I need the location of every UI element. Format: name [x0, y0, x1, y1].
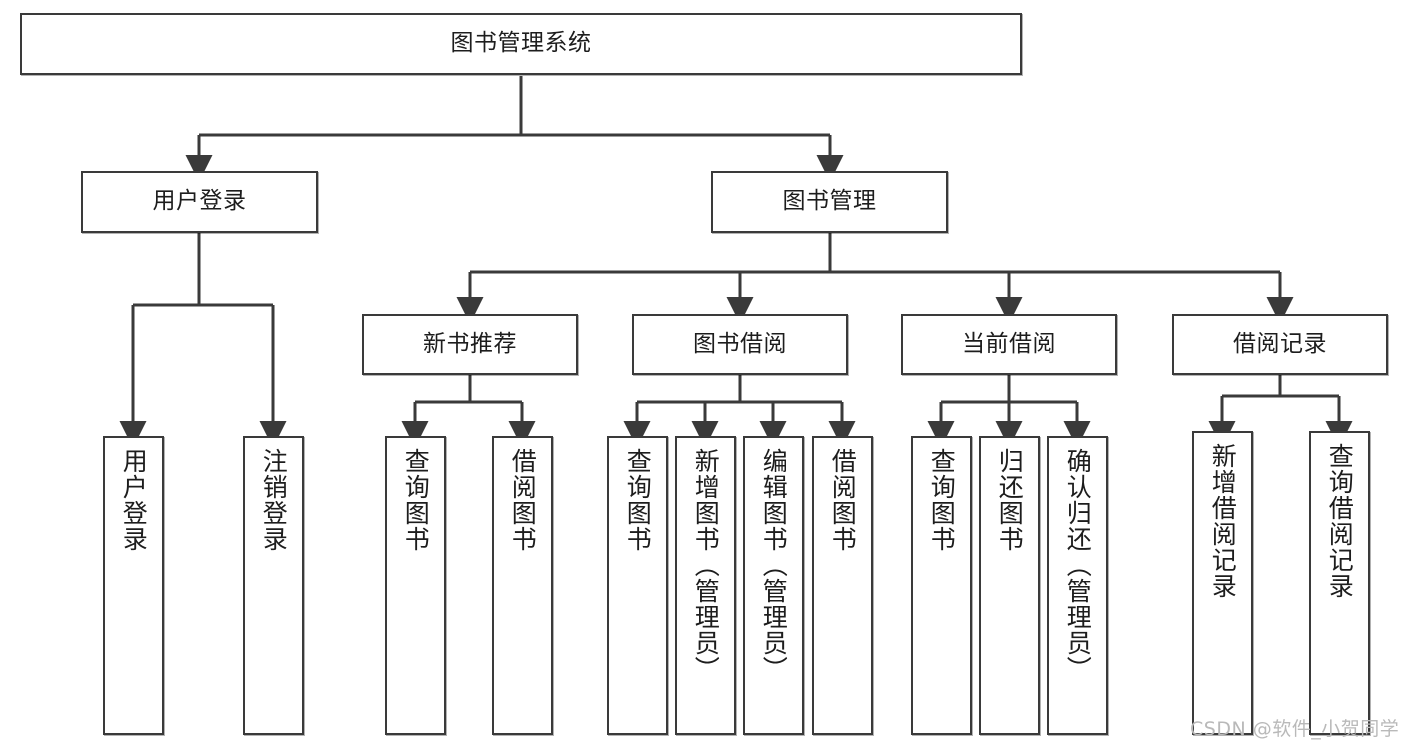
leaf-logout[interactable]: 注销登录: [243, 436, 304, 735]
node-book-borrow-label: 图书借阅: [693, 330, 787, 357]
node-current-borrow-label: 当前借阅: [962, 330, 1056, 357]
node-user-login[interactable]: 用户登录: [81, 171, 318, 233]
node-current-borrow[interactable]: 当前借阅: [901, 314, 1117, 375]
leaf-nb-query-book-label: 查询图书: [401, 448, 431, 552]
leaf-bb-query-book[interactable]: 查询图书: [607, 436, 668, 735]
leaf-logout-label: 注销登录: [259, 448, 289, 552]
leaf-bb-edit-book[interactable]: 编辑图书（管理员）: [743, 436, 804, 735]
leaf-bb-query-book-label: 查询图书: [623, 448, 653, 552]
node-book-borrow[interactable]: 图书借阅: [632, 314, 848, 375]
leaf-bb-edit-book-label: 编辑图书（管理员）: [759, 448, 789, 682]
node-borrow-record-label: 借阅记录: [1233, 330, 1327, 357]
leaf-nb-borrow-book[interactable]: 借阅图书: [492, 436, 553, 735]
leaf-nb-query-book[interactable]: 查询图书: [385, 436, 446, 735]
leaf-cb-return-book-label: 归还图书: [995, 448, 1025, 552]
leaf-bb-add-book-label: 新增图书（管理员）: [691, 448, 721, 682]
leaf-bb-borrow-book-label: 借阅图书: [828, 448, 858, 552]
node-root-label: 图书管理系统: [450, 30, 592, 57]
leaf-cb-query-book[interactable]: 查询图书: [911, 436, 972, 735]
leaf-bb-borrow-book[interactable]: 借阅图书: [812, 436, 873, 735]
leaf-cb-confirm-return-label: 确认归还（管理员）: [1063, 448, 1093, 682]
leaf-user-login-label: 用户登录: [119, 448, 149, 552]
leaf-nb-borrow-book-label: 借阅图书: [508, 448, 538, 552]
leaf-br-query-record-label: 查询借阅记录: [1325, 443, 1355, 599]
leaf-user-login[interactable]: 用户登录: [103, 436, 164, 735]
node-new-book-recommend-label: 新书推荐: [423, 330, 517, 357]
leaf-br-query-record[interactable]: 查询借阅记录: [1309, 431, 1370, 735]
node-book-manage[interactable]: 图书管理: [711, 171, 948, 233]
node-borrow-record[interactable]: 借阅记录: [1172, 314, 1388, 375]
node-new-book-recommend[interactable]: 新书推荐: [362, 314, 578, 375]
leaf-br-add-record-label: 新增借阅记录: [1208, 443, 1238, 599]
node-book-manage-label: 图书管理: [782, 188, 877, 215]
leaf-bb-add-book[interactable]: 新增图书（管理员）: [675, 436, 736, 735]
leaf-cb-return-book[interactable]: 归还图书: [979, 436, 1040, 735]
leaf-cb-query-book-label: 查询图书: [927, 448, 957, 552]
leaf-cb-confirm-return[interactable]: 确认归还（管理员）: [1047, 436, 1108, 735]
node-root[interactable]: 图书管理系统: [20, 13, 1022, 75]
leaf-br-add-record[interactable]: 新增借阅记录: [1192, 431, 1253, 735]
node-user-login-label: 用户登录: [152, 188, 247, 215]
